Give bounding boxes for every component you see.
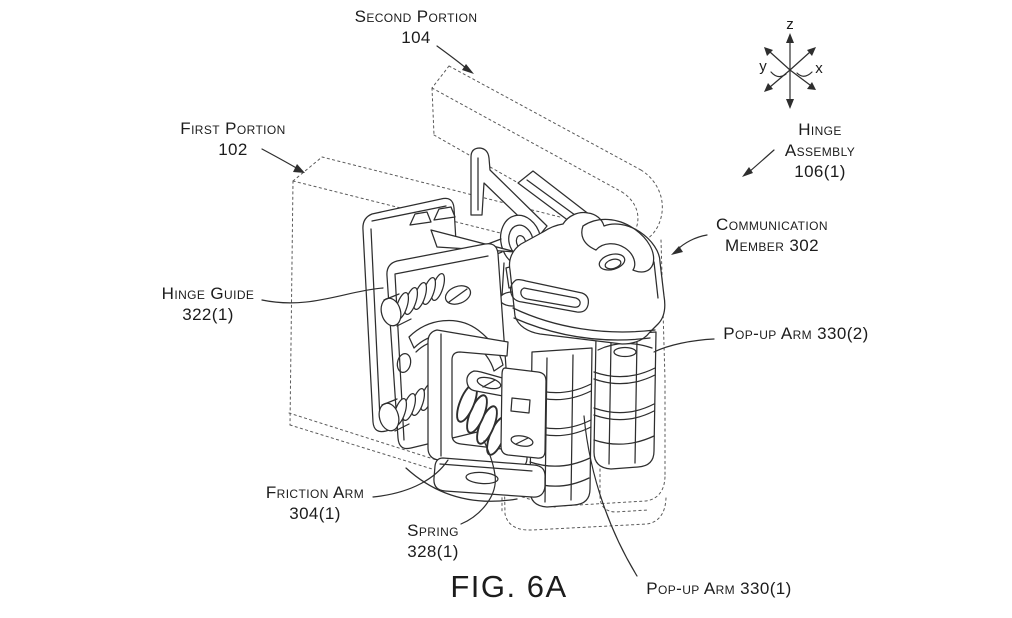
axes-indicator-icon xyxy=(764,33,816,109)
label-hinge-assembly: Hinge Assembly 106(1) xyxy=(785,119,855,182)
label-line: Hinge xyxy=(798,120,842,139)
label-line: 104 xyxy=(401,28,431,47)
label-spring: Spring 328(1) xyxy=(407,520,459,562)
label-second-portion: Second Portion 104 xyxy=(355,6,478,48)
label-line: Second Portion xyxy=(354,7,478,26)
label-line: 328(1) xyxy=(407,542,459,561)
label-first-portion: First Portion 102 xyxy=(180,118,285,160)
label-line: Communication xyxy=(716,215,828,234)
label-line: Spring xyxy=(407,521,459,540)
label-hinge-guide: Hinge Guide 322(1) xyxy=(162,283,255,325)
label-line: 102 xyxy=(218,140,248,159)
label-line: Pop-up Arm 330(1) xyxy=(646,579,792,598)
label-friction-arm: Friction Arm 304(1) xyxy=(266,482,364,524)
communication-member-part xyxy=(508,211,666,345)
axis-label-y: y xyxy=(759,58,767,75)
label-line: Pop-up Arm 330(2) xyxy=(723,324,869,343)
label-line: Hinge Guide xyxy=(161,284,255,303)
axis-label-z: z xyxy=(786,16,794,33)
axis-label-x: x xyxy=(815,60,823,77)
label-line: First Portion xyxy=(180,119,286,138)
label-pop-up-arm-1: Pop-up Arm 330(1) xyxy=(646,578,791,599)
label-line: 322(1) xyxy=(182,305,234,324)
pop-up-arm-2-part xyxy=(593,331,657,470)
label-line: Assembly xyxy=(784,141,856,160)
figure-caption: FIG. 6A xyxy=(450,569,568,604)
leader-lines xyxy=(261,45,775,577)
label-pop-up-arm-2: Pop-up Arm 330(2) xyxy=(723,323,868,344)
label-line: 304(1) xyxy=(289,504,341,523)
label-line: Friction Arm xyxy=(265,483,365,502)
label-line: 106(1) xyxy=(794,162,846,181)
label-communication-member: Communication Member 302 xyxy=(716,214,828,256)
friction-arm-spring-part xyxy=(405,329,547,502)
label-line: Member 302 xyxy=(725,236,819,255)
